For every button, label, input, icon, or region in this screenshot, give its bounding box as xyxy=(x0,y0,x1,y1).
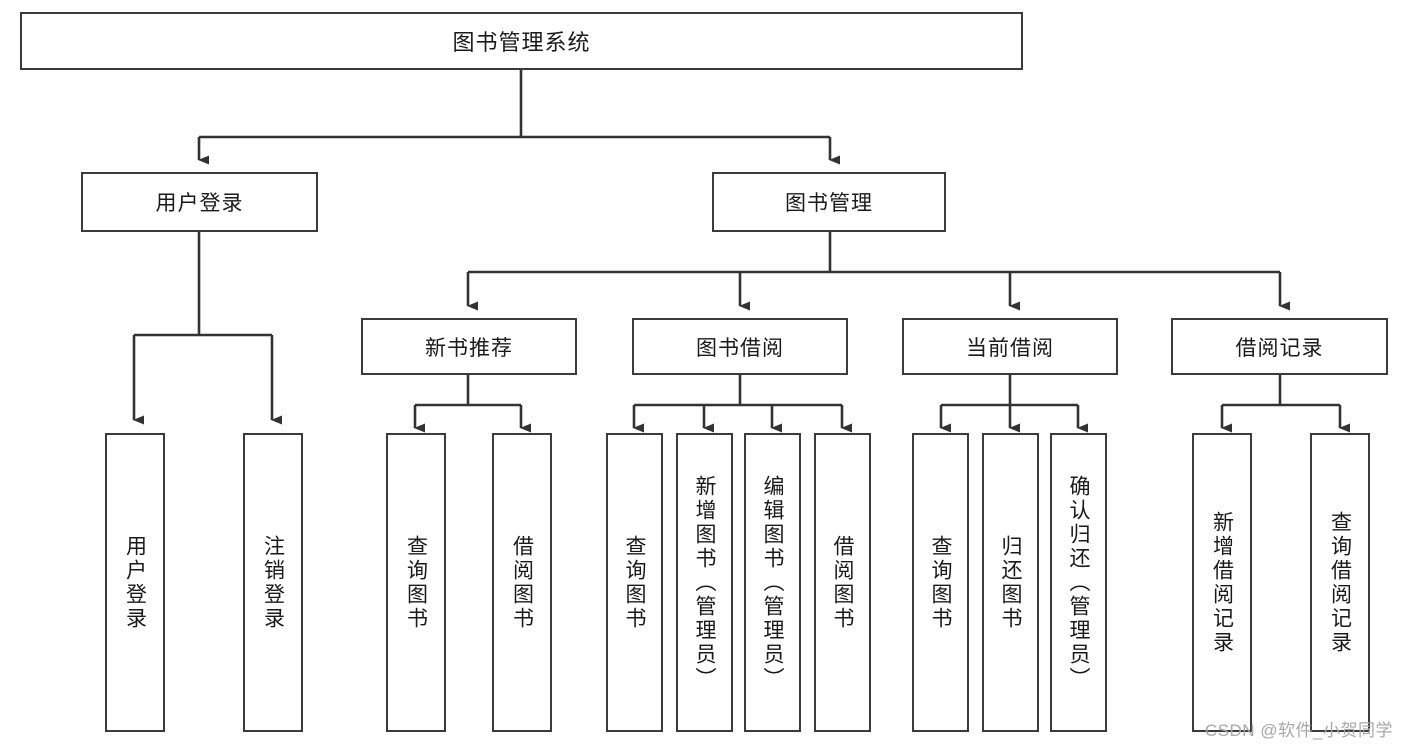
leaf-label: 查询借阅记录 xyxy=(1328,510,1352,655)
leaf-label: 查询图书 xyxy=(623,534,646,631)
leaf-query-book-borrow[interactable]: 查询图书 xyxy=(606,433,663,732)
leaf-edit-book[interactable]: 编辑图书（管理员） xyxy=(744,433,801,732)
leaf-label: 新增借阅记录 xyxy=(1210,510,1234,655)
node-borrow-record[interactable]: 借阅记录 xyxy=(1171,318,1388,375)
leaf-add-borrow-record[interactable]: 新增借阅记录 xyxy=(1192,433,1252,732)
leaf-logout-login[interactable]: 注销登录 xyxy=(243,433,303,732)
node-current-borrow[interactable]: 当前借阅 xyxy=(902,318,1118,375)
leaf-label: 查询图书 xyxy=(404,534,428,631)
leaf-label: 归还图书 xyxy=(999,534,1022,631)
node-root-system[interactable]: 图书管理系统 xyxy=(20,12,1023,70)
leaf-user-login[interactable]: 用户登录 xyxy=(105,433,165,732)
node-new-book-recommend[interactable]: 新书推荐 xyxy=(361,318,577,375)
leaf-query-book-current[interactable]: 查询图书 xyxy=(912,433,969,732)
leaf-query-borrow-record[interactable]: 查询借阅记录 xyxy=(1310,433,1370,732)
node-book-borrow[interactable]: 图书借阅 xyxy=(632,318,848,375)
leaf-label: 确认归还（管理员） xyxy=(1067,474,1090,691)
leaf-label: 编辑图书（管理员） xyxy=(761,474,784,691)
leaf-label: 查询图书 xyxy=(929,534,952,631)
leaf-label: 借阅图书 xyxy=(510,534,534,631)
leaf-confirm-return[interactable]: 确认归还（管理员） xyxy=(1050,433,1107,732)
leaf-label: 用户登录 xyxy=(123,534,147,631)
node-user-login[interactable]: 用户登录 xyxy=(81,172,318,232)
leaf-borrow-book-recommend[interactable]: 借阅图书 xyxy=(492,433,552,732)
leaf-return-book[interactable]: 归还图书 xyxy=(982,433,1039,732)
leaf-add-book[interactable]: 新增图书（管理员） xyxy=(676,433,733,732)
leaf-label: 借阅图书 xyxy=(831,534,854,631)
leaf-label: 注销登录 xyxy=(261,534,285,631)
leaf-borrow-book[interactable]: 借阅图书 xyxy=(814,433,871,732)
leaf-label: 新增图书（管理员） xyxy=(693,474,716,691)
leaf-query-book-recommend[interactable]: 查询图书 xyxy=(386,433,446,732)
node-book-manage[interactable]: 图书管理 xyxy=(712,172,946,232)
watermark-text: CSDN @软件_小贺同学 xyxy=(1204,721,1393,740)
